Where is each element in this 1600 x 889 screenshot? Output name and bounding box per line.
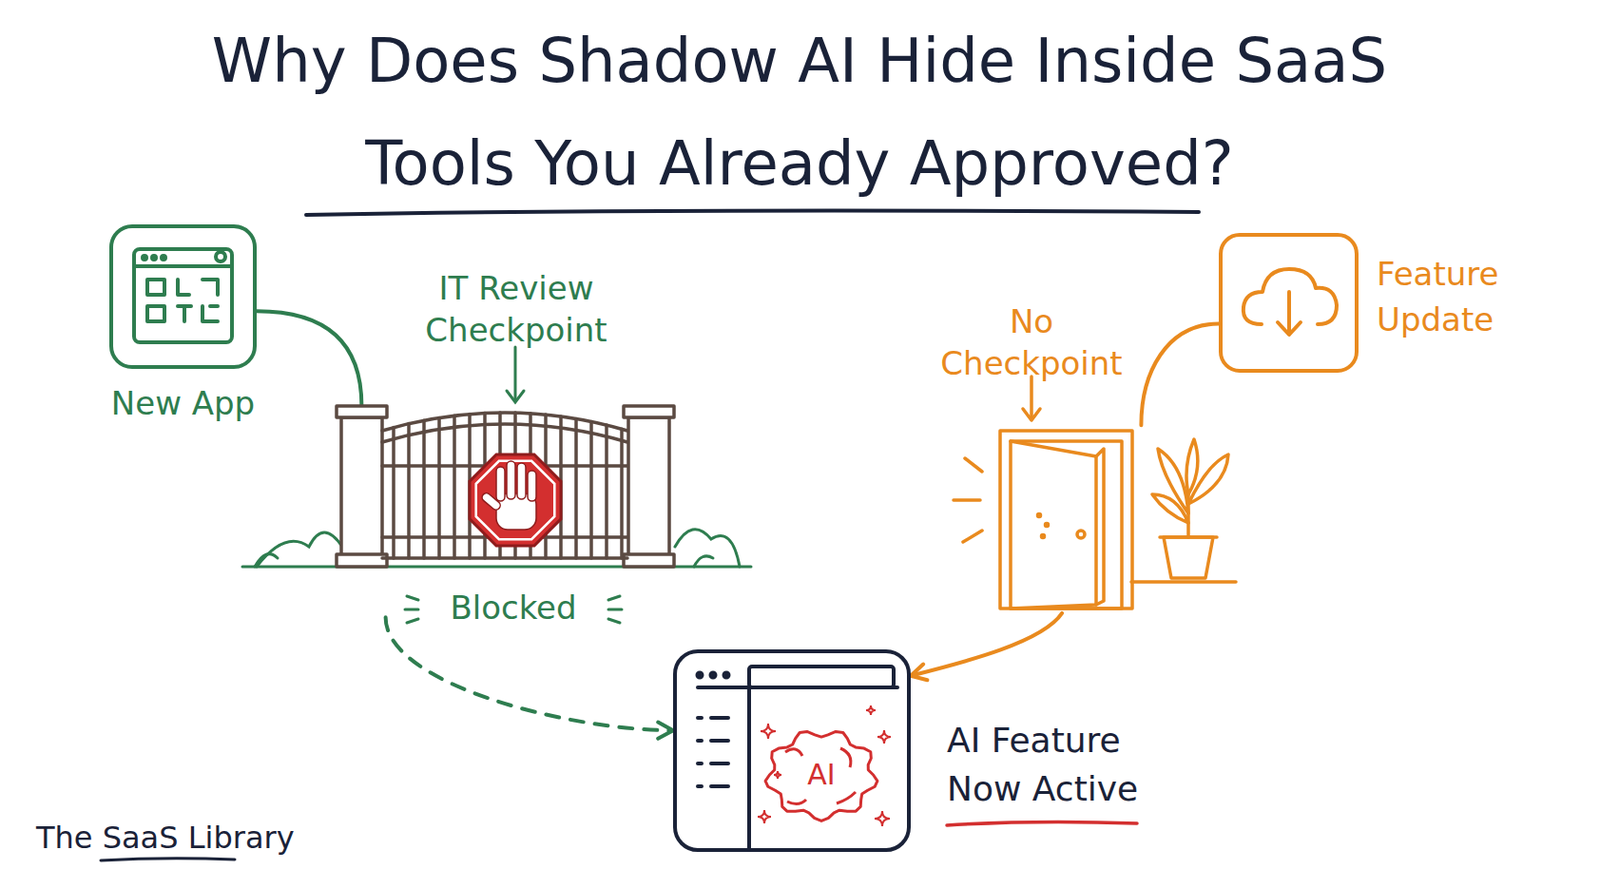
checkpoint-label: No Checkpoint bbox=[926, 300, 1137, 385]
checkpoint-label: IT Review Checkpoint bbox=[406, 267, 626, 351]
arrowhead bbox=[657, 722, 674, 739]
ai-badge: AI bbox=[773, 755, 869, 793]
node-outline-area bbox=[109, 224, 257, 369]
node-label: AI Feature Now Active bbox=[946, 715, 1168, 813]
connector-line bbox=[910, 613, 1062, 676]
node-label: Feature Update bbox=[1376, 251, 1522, 343]
diagram-title: Why Does Shadow AI Hide Inside SaaS Tool… bbox=[181, 9, 1418, 215]
flow-connector bbox=[256, 310, 362, 406]
node-outline-area bbox=[673, 649, 911, 852]
open-door: No Checkpoint bbox=[926, 296, 1160, 618]
update-icon-node: Feature Update bbox=[1218, 232, 1523, 376]
app-window: AI AI Feature Now Active bbox=[673, 649, 1168, 852]
app-icon-node: New App bbox=[95, 224, 271, 429]
node-label: New App bbox=[95, 382, 271, 425]
active-underline bbox=[946, 821, 1138, 826]
connector-line bbox=[1140, 324, 1219, 426]
flow-connector bbox=[910, 613, 1062, 680]
status-label: Blocked bbox=[427, 588, 599, 628]
title-underline bbox=[306, 211, 1199, 215]
brand-label: The SaaS Library bbox=[36, 819, 295, 856]
flow-connector bbox=[385, 616, 674, 739]
arrowhead bbox=[910, 664, 927, 681]
brand-underline bbox=[100, 858, 235, 861]
flow-connector bbox=[1140, 324, 1219, 426]
gate-checkpoint: IT Review CheckpointBlocked bbox=[313, 261, 714, 623]
plant-illustration bbox=[1131, 439, 1236, 582]
connector-line bbox=[256, 310, 362, 406]
node-outline-area bbox=[1218, 232, 1359, 373]
connector-line bbox=[385, 616, 674, 731]
